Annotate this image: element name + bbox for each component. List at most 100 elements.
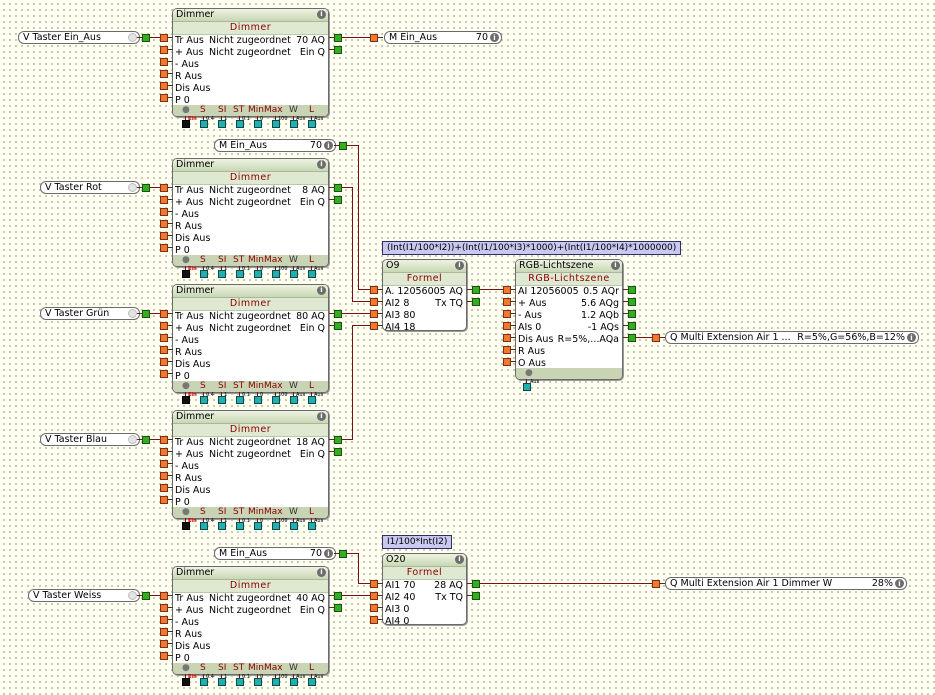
- input-pin[interactable]: [160, 46, 173, 54]
- output-pin[interactable]: [329, 34, 342, 42]
- input-pin[interactable]: [503, 298, 516, 306]
- input-taster-rot[interactable]: V Taster Rot: [40, 181, 140, 194]
- input-pin[interactable]: [160, 472, 173, 480]
- output-pin[interactable]: [623, 286, 636, 294]
- parameter-pin[interactable]: [200, 678, 208, 686]
- output-pin[interactable]: [329, 322, 342, 330]
- input-pin[interactable]: [370, 616, 383, 624]
- input-pin[interactable]: [370, 604, 383, 612]
- input-pin[interactable]: [370, 298, 383, 306]
- output-pin[interactable]: [623, 334, 636, 342]
- parameter-pin[interactable]: [182, 270, 190, 278]
- input-pin[interactable]: [160, 94, 173, 102]
- parameter-pin[interactable]: [182, 396, 190, 404]
- input-pin[interactable]: [503, 310, 516, 318]
- input-pin[interactable]: [160, 436, 173, 444]
- input-pin[interactable]: [503, 334, 516, 342]
- input-pin[interactable]: [370, 34, 383, 42]
- parameter-pin[interactable]: [272, 270, 280, 278]
- input-pin[interactable]: [160, 346, 173, 354]
- parameter-pin[interactable]: [254, 522, 262, 530]
- parameter-pin[interactable]: [200, 270, 208, 278]
- output-pin[interactable]: [329, 184, 342, 192]
- output-pin[interactable]: [137, 592, 150, 600]
- parameter-pin[interactable]: [308, 522, 316, 530]
- parameter-pin[interactable]: [218, 522, 226, 530]
- output-pin[interactable]: [467, 592, 480, 600]
- info-icon[interactable]: i: [317, 568, 326, 577]
- input-pin[interactable]: [160, 244, 173, 252]
- input-pin[interactable]: [160, 322, 173, 330]
- parameter-pin[interactable]: [308, 396, 316, 404]
- parameter-pin[interactable]: [308, 270, 316, 278]
- output-pin[interactable]: [334, 142, 347, 150]
- input-pin[interactable]: [370, 286, 383, 294]
- input-pin[interactable]: [160, 448, 173, 456]
- input-pin[interactable]: [503, 286, 516, 294]
- parameter-pin[interactable]: [254, 120, 262, 128]
- output-pin[interactable]: [137, 34, 150, 42]
- parameter-pin[interactable]: [236, 120, 244, 128]
- input-taster-blau[interactable]: V Taster Blau: [40, 433, 140, 446]
- output-multi-extension-dimmer-w[interactable]: Q Multi Extension Air 1 Dimmer W 28% i: [665, 577, 907, 590]
- input-pin[interactable]: [160, 652, 173, 660]
- output-pin[interactable]: [137, 436, 150, 444]
- input-pin[interactable]: [503, 358, 516, 366]
- parameter-pin[interactable]: [272, 522, 280, 530]
- info-icon[interactable]: i: [907, 333, 916, 342]
- output-pin[interactable]: [329, 196, 342, 204]
- input-pin[interactable]: [160, 628, 173, 636]
- parameter-pin[interactable]: [290, 396, 298, 404]
- info-icon[interactable]: i: [317, 10, 326, 19]
- output-pin[interactable]: [467, 286, 480, 294]
- input-pin[interactable]: [160, 82, 173, 90]
- info-icon[interactable]: i: [455, 261, 464, 270]
- output-pin[interactable]: [623, 322, 636, 330]
- input-pin[interactable]: [160, 616, 173, 624]
- info-icon[interactable]: i: [324, 549, 333, 558]
- output-pin[interactable]: [329, 448, 342, 456]
- parameter-pin[interactable]: [290, 522, 298, 530]
- marker-ein-aus[interactable]: M Ein_Aus 70 i: [214, 139, 336, 152]
- input-pin[interactable]: [160, 184, 173, 192]
- parameter-pin[interactable]: [182, 522, 190, 530]
- parameter-pin[interactable]: [236, 270, 244, 278]
- output-ein-aus[interactable]: M Ein_Aus 70 i: [384, 31, 502, 44]
- output-pin[interactable]: [137, 184, 150, 192]
- parameter-pin[interactable]: [254, 270, 262, 278]
- input-pin[interactable]: [370, 580, 383, 588]
- parameter-pin[interactable]: [182, 678, 190, 686]
- parameter-pin[interactable]: [272, 120, 280, 128]
- input-pin[interactable]: [160, 232, 173, 240]
- parameter-pin[interactable]: [308, 678, 316, 686]
- parameter-pin[interactable]: [218, 678, 226, 686]
- input-pin[interactable]: [160, 592, 173, 600]
- input-pin[interactable]: [370, 310, 383, 318]
- input-pin[interactable]: [160, 196, 173, 204]
- input-pin[interactable]: [503, 322, 516, 330]
- input-pin[interactable]: [370, 592, 383, 600]
- input-pin[interactable]: [503, 346, 516, 354]
- input-pin[interactable]: [160, 334, 173, 342]
- output-pin[interactable]: [329, 604, 342, 612]
- output-multi-extension-rgb[interactable]: Q Multi Extension Air 1 ... R=5%,G=56%,B…: [665, 331, 919, 344]
- output-pin[interactable]: [334, 550, 347, 558]
- input-taster-gruen[interactable]: V Taster Grün: [40, 307, 140, 320]
- parameter-pin[interactable]: [523, 383, 531, 391]
- input-pin[interactable]: [160, 220, 173, 228]
- output-pin[interactable]: [467, 580, 480, 588]
- parameter-pin[interactable]: [308, 120, 316, 128]
- input-pin[interactable]: [160, 604, 173, 612]
- info-icon[interactable]: i: [317, 412, 326, 421]
- parameter-pin[interactable]: [218, 396, 226, 404]
- parameter-pin[interactable]: [200, 120, 208, 128]
- input-pin[interactable]: [160, 484, 173, 492]
- marker-ein-aus[interactable]: M Ein_Aus 70 i: [214, 547, 336, 560]
- output-pin[interactable]: [329, 46, 342, 54]
- info-icon[interactable]: i: [317, 160, 326, 169]
